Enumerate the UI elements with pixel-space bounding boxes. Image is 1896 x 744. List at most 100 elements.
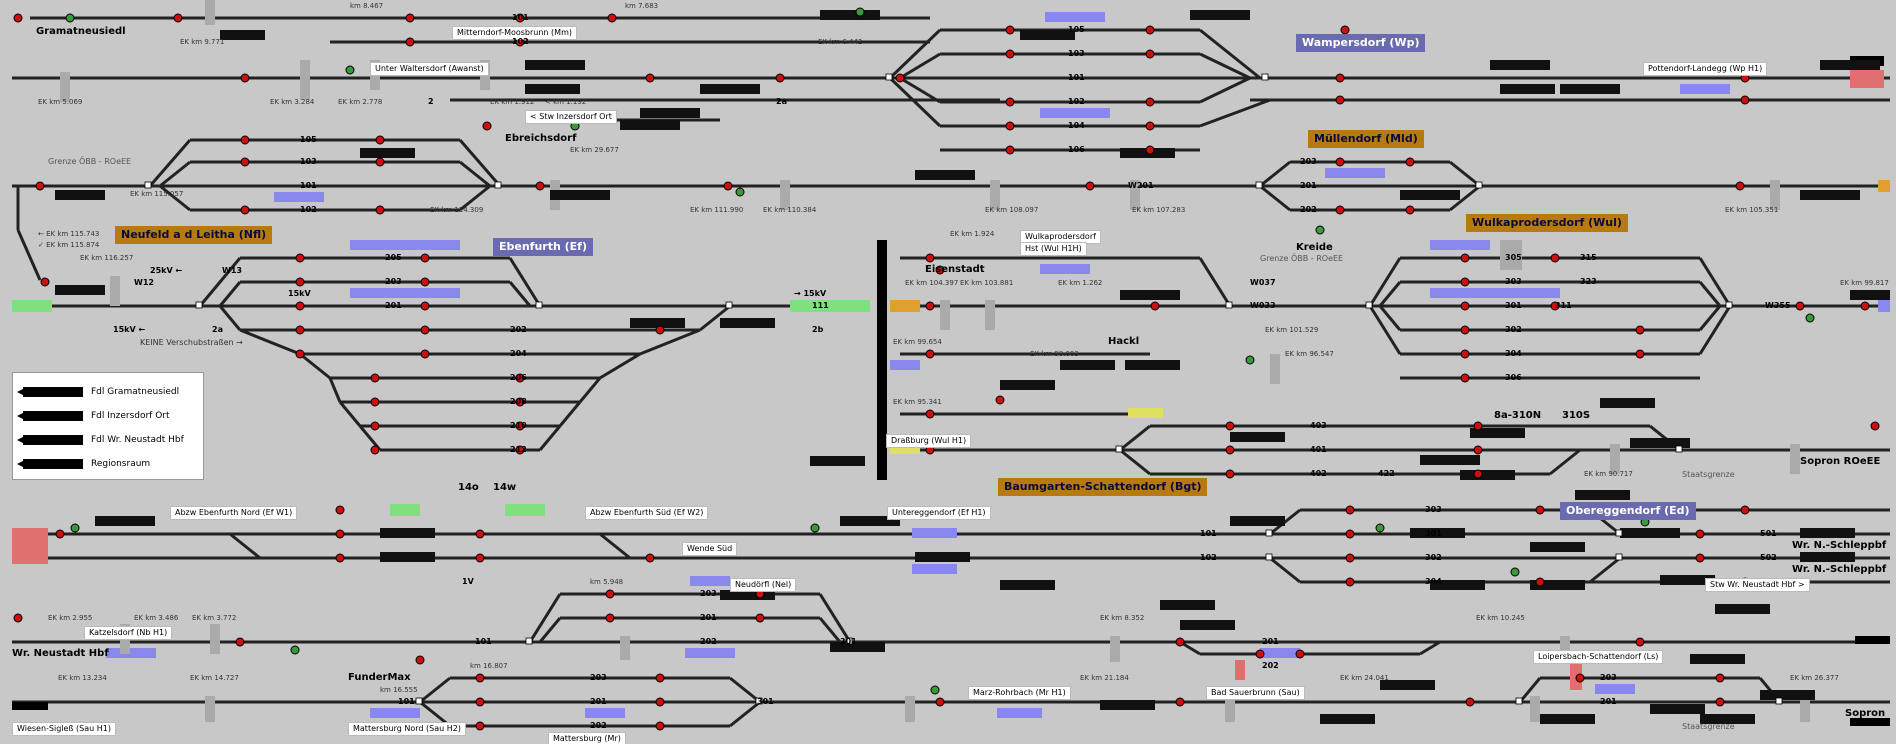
track-number: 301: [840, 637, 857, 646]
label-14o: 14o: [458, 482, 479, 493]
track-number: W13: [222, 266, 242, 275]
ek-label: EK km 110.384: [763, 206, 817, 214]
station-box-baumgarten[interactable]: Baumgarten-Schattendorf (Bgt): [998, 478, 1208, 496]
label-grenze-oebb: Grenze ÖBB - ROeEE: [48, 157, 132, 166]
track-number: 102: [1068, 97, 1085, 106]
station-label-stw-inzersdorf[interactable]: < Stw Inzersdorf Ort: [525, 110, 617, 124]
track-number: 201: [385, 301, 402, 310]
ek-label: EK km 104.397: [905, 279, 959, 287]
legend-row[interactable]: Fdl Wr. Neustadt Hbf: [17, 433, 184, 447]
ek-label: EK km 3.772: [192, 614, 237, 622]
station-box-wulkaprodersdorf[interactable]: Wulkaprodersdorf (Wul): [1466, 214, 1628, 232]
station-label-abzw-ef-sued: Abzw Ebenfurth Süd (Ef W2): [585, 506, 709, 520]
ek-label: EK km 107.283: [1132, 206, 1186, 214]
track-number: 304: [1425, 577, 1442, 586]
track-number: 301: [1425, 529, 1442, 538]
station-label-loipersbach: Loipersbach-Schattendorf (Ls): [1533, 650, 1664, 664]
ek-label: km 7.683: [625, 2, 659, 10]
track-number: 102: [512, 37, 529, 46]
track-number: 201: [1262, 637, 1279, 646]
track-number: 201: [590, 697, 607, 706]
track-number: 502: [1760, 553, 1777, 562]
track-number: 206: [510, 373, 527, 382]
track-number: 311: [1555, 301, 1572, 310]
track-number: → 15kV: [794, 289, 827, 298]
track-number: 302: [1425, 553, 1442, 562]
track-number: 203: [590, 673, 607, 682]
track-number: 302: [1505, 325, 1522, 334]
track-number: 303: [1425, 505, 1442, 514]
station-label-katzelsdorf: Katzelsdorf (Nb H1): [84, 626, 173, 640]
station-label-mattersburg-nord: Mattersburg Nord (Sau H2): [348, 722, 466, 736]
station-label-kreide: Kreide: [1296, 242, 1333, 253]
track-number: 203: [1300, 157, 1317, 166]
track-number: 210: [510, 421, 527, 430]
ek-label: EK km 1.924: [950, 230, 995, 238]
station-label-ebreichsdorf: Ebreichsdorf: [505, 133, 577, 144]
station-label-stw-wr-neustadt[interactable]: Stw Wr. Neustadt Hbf >: [1705, 578, 1810, 592]
ek-label: EK km 95.341: [893, 398, 942, 406]
track-number: 106: [1068, 145, 1085, 154]
track-number: 203: [700, 589, 717, 598]
station-box-wampersdorf[interactable]: Wampersdorf (Wp): [1296, 34, 1426, 52]
legend-row[interactable]: Fdl Gramatneusiedl: [17, 385, 179, 399]
station-label-marz: Marz-Rohrbach (Mr H1): [968, 686, 1071, 700]
ek-label: EK km 90.717: [1584, 470, 1633, 478]
station-label-wr-schleppbf-1: Wr. N.-Schleppbf: [1792, 540, 1887, 551]
ek-label: EK km 101.529: [1265, 326, 1319, 334]
ek-label: EK km 1.912: [490, 98, 535, 106]
ek-label: EK km 9.771: [180, 38, 225, 46]
signal-block-icon: [17, 459, 83, 469]
station-label-wulk-hst-2: Hst (Wul H1H): [1020, 242, 1087, 256]
station-label-untereggendorf: Untereggendorf (Ef H1): [887, 506, 991, 520]
track-number: 202: [1300, 205, 1317, 214]
ek-label: EK km 13.234: [58, 674, 107, 682]
ek-label: EK km 108.097: [985, 206, 1039, 214]
label-310s: 310S: [1562, 410, 1591, 421]
track-number: 422: [1378, 469, 1395, 478]
legend-panel: Fdl Gramatneusiedl Fdl Inzersdorf Ort Fd…: [12, 372, 204, 480]
track-number: 201: [700, 613, 717, 622]
ek-label: EK km 2.778: [338, 98, 383, 106]
track-number: 105: [300, 135, 317, 144]
track-number: 202: [510, 325, 527, 334]
ek-label: EK km 99.817: [1840, 279, 1889, 287]
ek-label: km 16.555: [380, 686, 418, 694]
track-number: 2a: [776, 97, 787, 106]
station-box-neufeld[interactable]: Neufeld a d Leitha (Nfl): [115, 226, 273, 244]
track-number: 305: [1505, 253, 1522, 262]
ek-label: EK km 1.262: [1058, 279, 1103, 287]
track-number: 103: [1068, 49, 1085, 58]
station-box-muellendorf[interactable]: Müllendorf (Mld): [1308, 130, 1424, 148]
track-number: 25kV ←: [150, 266, 183, 275]
track-number: W355: [1765, 301, 1791, 310]
station-box-ebenfurth[interactable]: Ebenfurth (Ef): [493, 238, 593, 256]
station-label-eisenstadt: Eisenstadt: [925, 264, 985, 275]
station-box-obereggendorf[interactable]: Obereggendorf (Ed): [1560, 502, 1696, 520]
ek-label: km 5.948: [590, 578, 624, 586]
track-number: 306: [1505, 373, 1522, 382]
ek-label: EK km 3.486: [134, 614, 179, 622]
station-label-wende-sued: Wende Süd: [682, 542, 738, 556]
track-number: 15kV ←: [113, 325, 146, 334]
track-number: 2: [428, 97, 434, 106]
legend-row[interactable]: Regionsraum: [17, 457, 150, 471]
ek-label: EK km 8.352: [1100, 614, 1145, 622]
ek-label: EK km 105.351: [1725, 206, 1779, 214]
ek-label: EK km 3.284: [270, 98, 315, 106]
station-label-wr-schleppbf-2: Wr. N.-Schleppbf: [1792, 564, 1887, 575]
legend-row[interactable]: Fdl Inzersdorf Ort: [17, 409, 170, 423]
track-number: 2b: [812, 325, 824, 334]
track-number: 111: [812, 301, 829, 310]
station-label-sopron: Sopron: [1845, 708, 1886, 719]
track-number: 101: [512, 13, 529, 22]
track-number: W12: [134, 278, 154, 287]
ek-label: km 16.807: [470, 662, 508, 670]
track-number: 212: [510, 445, 527, 454]
track-number: 301: [757, 697, 774, 706]
station-label-gramatneusiedl: Gramatneusiedl: [36, 26, 126, 37]
label-grenze-2: Grenze ÖBB - ROeEE: [1260, 254, 1344, 263]
track-number: 101: [300, 181, 317, 190]
ek-label: EK km 2.955: [48, 614, 93, 622]
